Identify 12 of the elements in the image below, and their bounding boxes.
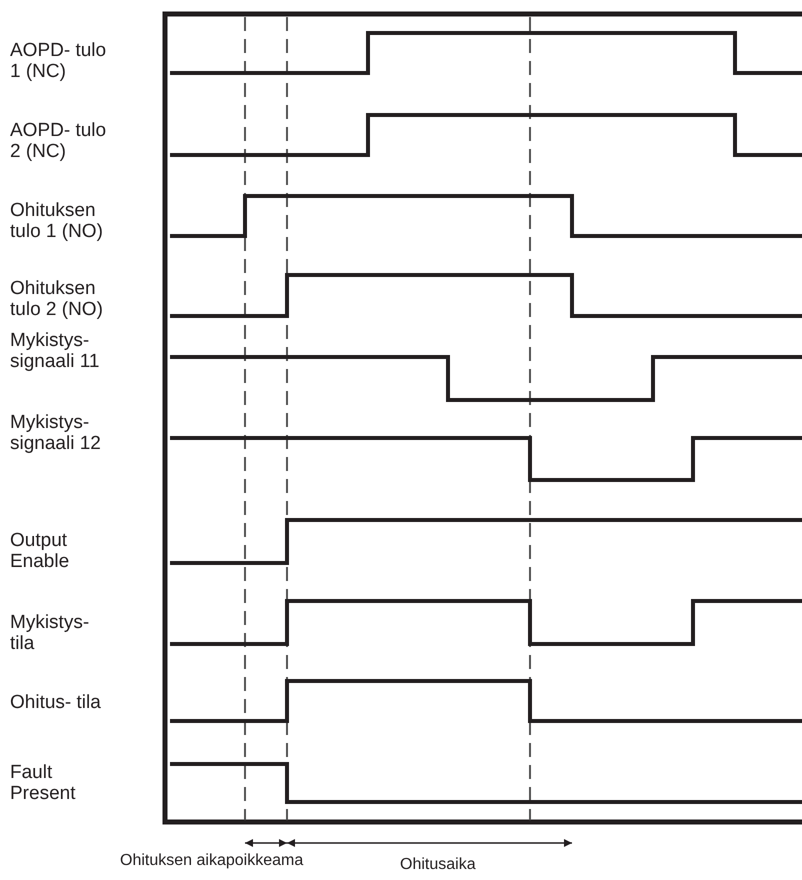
- signal-label: Mykistys- signaali 11: [10, 330, 100, 372]
- signal-label: Ohituksen tulo 2 (NO): [10, 278, 104, 320]
- dimension-label: Ohitusaika: [400, 856, 476, 874]
- signal-label: Fault Present: [10, 762, 76, 804]
- signal-label: Ohituksen tulo 1 (NO): [10, 200, 104, 242]
- signal-label: Ohitus- tila: [10, 692, 102, 713]
- signal-label: AOPD- tulo 1 (NC): [10, 40, 108, 82]
- dimension-label: Ohituksen aikapoikkeama: [120, 852, 304, 870]
- signal-label: Output Enable: [10, 530, 70, 572]
- signal-label: AOPD- tulo 2 (NC): [10, 120, 108, 162]
- signal-label: Mykistys- tila: [10, 612, 90, 654]
- signal-label: Mykistys- signaali 12: [10, 412, 102, 454]
